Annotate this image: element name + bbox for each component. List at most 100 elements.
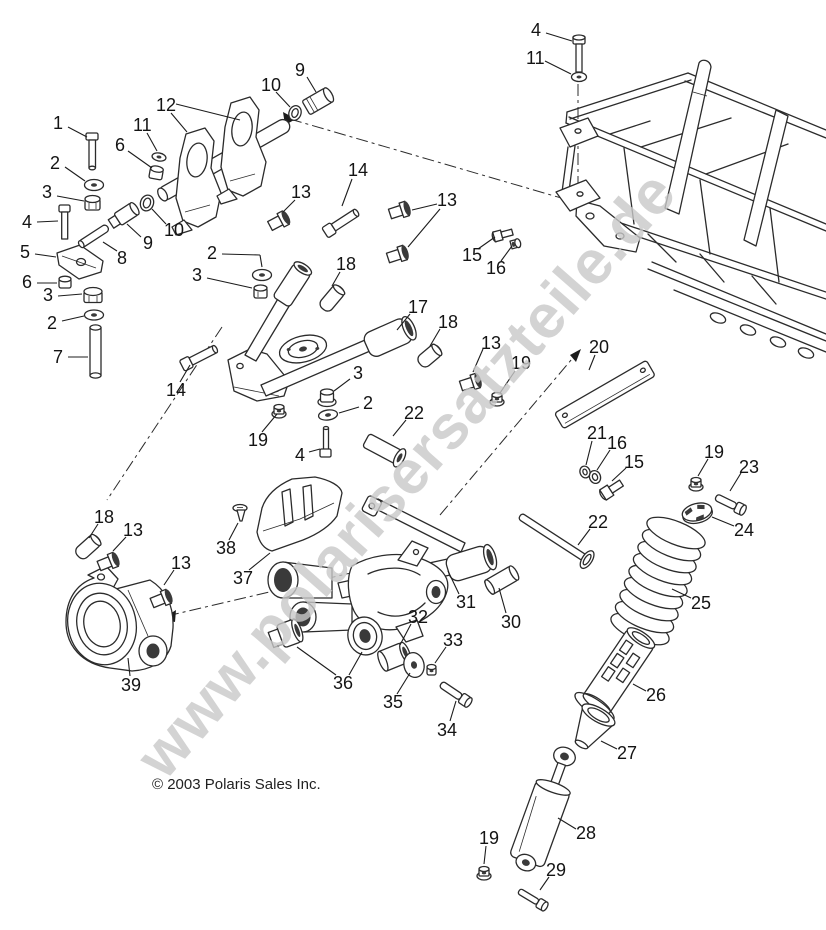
callout-19: 19 xyxy=(248,430,268,450)
pivot-tube-12-drawing xyxy=(157,96,291,236)
callout-20: 20 xyxy=(589,337,609,357)
callout-31: 31 xyxy=(456,592,476,612)
callout-leader-line xyxy=(341,178,353,207)
nut-part xyxy=(84,194,101,211)
bolt-part xyxy=(491,228,514,243)
callout-2: 2 xyxy=(363,393,373,413)
callout-3: 3 xyxy=(43,285,53,305)
nut-part xyxy=(58,275,72,289)
callout-leader-line xyxy=(399,623,412,646)
bushing-part xyxy=(149,588,173,609)
spring-retainer-clip-part xyxy=(681,502,713,525)
callout-leader-line xyxy=(151,208,167,225)
callout-leader-line xyxy=(56,195,85,202)
callout-leader-line xyxy=(306,76,317,93)
pivot-shaft-part xyxy=(362,433,407,468)
nut-part xyxy=(83,286,103,304)
bushing-part xyxy=(302,87,335,115)
callout-13: 13 xyxy=(481,333,501,353)
callout-leader-line xyxy=(36,220,59,223)
bushing-part xyxy=(387,200,411,220)
callout-leader-line xyxy=(729,472,742,492)
callout-leader-line xyxy=(671,588,692,599)
callout-11: 11 xyxy=(133,115,152,135)
callout-leader-line xyxy=(396,313,411,331)
callout-9: 9 xyxy=(143,233,153,253)
bolt-part xyxy=(714,494,747,516)
callout-18: 18 xyxy=(438,312,458,332)
washer-part xyxy=(570,71,588,83)
callout-leader-line xyxy=(544,60,572,75)
callout-18: 18 xyxy=(336,254,356,274)
callout-28: 28 xyxy=(576,823,596,843)
callout-leader-line xyxy=(331,271,341,287)
callout-leader-line xyxy=(146,132,158,152)
callout-29: 29 xyxy=(546,860,566,880)
callout-leader-line xyxy=(64,166,86,182)
callout-4: 4 xyxy=(531,20,541,40)
callout-layer: 1234561112910109863271314411131516231817… xyxy=(20,20,759,891)
callout-leader-line xyxy=(545,32,573,42)
callout-leader-line xyxy=(407,208,441,248)
callout-leader-line xyxy=(500,245,513,262)
callout-39: 39 xyxy=(121,675,141,695)
callout-leader-line xyxy=(67,126,88,138)
callout-4: 4 xyxy=(22,212,32,232)
callout-leader-line xyxy=(88,523,99,539)
callout-leader-line xyxy=(411,203,438,211)
callout-3: 3 xyxy=(192,265,202,285)
callout-leader-line xyxy=(449,700,457,722)
callout-30: 30 xyxy=(501,612,521,632)
callout-3: 3 xyxy=(353,363,363,383)
callout-leader-line xyxy=(127,150,153,169)
callout-32: 32 xyxy=(408,607,428,627)
bushing-part xyxy=(107,202,140,229)
callout-7: 7 xyxy=(53,347,63,367)
callout-8: 8 xyxy=(117,248,127,268)
callout-leader-line xyxy=(175,103,241,121)
pivot-shaft-part xyxy=(518,513,595,570)
pin-part xyxy=(77,224,110,249)
ring-part xyxy=(139,194,155,212)
callout-leader-line xyxy=(179,364,191,383)
callout-leader-line xyxy=(34,253,57,258)
callout-leader-line xyxy=(102,241,118,252)
bolt-part xyxy=(572,34,586,73)
callout-13: 13 xyxy=(123,520,143,540)
frame-drawing xyxy=(555,59,826,359)
callout-15: 15 xyxy=(462,245,482,265)
callout-leader-line xyxy=(697,458,709,477)
callout-36: 36 xyxy=(333,673,353,693)
callout-leader-line xyxy=(539,876,550,891)
callout-leader-line xyxy=(483,845,487,865)
callout-6: 6 xyxy=(115,135,125,155)
spring-cap-drawing xyxy=(574,703,616,750)
callout-13: 13 xyxy=(171,553,191,573)
callout-leader-line xyxy=(392,419,407,437)
callout-leader-line xyxy=(308,448,321,453)
bushing-part xyxy=(267,618,304,649)
callout-leader-line xyxy=(596,449,611,471)
washer-part xyxy=(251,268,273,282)
callout-16: 16 xyxy=(607,433,627,453)
callout-leader-line xyxy=(577,528,591,546)
nut-part xyxy=(253,284,268,299)
nut-part xyxy=(688,476,704,492)
nut-part xyxy=(489,391,505,407)
callout-leader-line xyxy=(585,440,593,466)
callout-leader-line xyxy=(611,467,627,482)
spacer-part xyxy=(89,324,102,379)
washer-part xyxy=(83,178,105,192)
callout-leader-line xyxy=(396,672,411,695)
nut-part xyxy=(509,238,522,250)
nut-part xyxy=(317,388,337,408)
callout-leader-line xyxy=(126,223,142,238)
bolt-part xyxy=(517,888,549,912)
nut-part xyxy=(426,663,437,676)
washer-part xyxy=(151,152,167,162)
callout-15: 15 xyxy=(624,452,644,472)
callout-37: 37 xyxy=(233,568,253,588)
bushing-part xyxy=(385,244,409,264)
callout-leader-line xyxy=(296,646,337,676)
